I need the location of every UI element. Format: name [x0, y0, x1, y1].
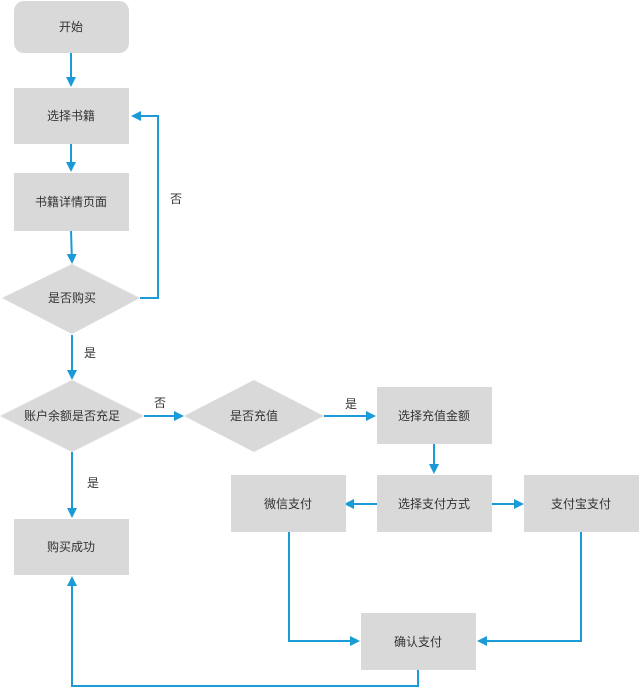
node-select-book-shape: [14, 88, 129, 144]
edges: [66, 53, 582, 687]
node-start: 开始: [14, 1, 129, 53]
node-wechat-pay-label: 微信支付: [264, 497, 312, 511]
node-buy-decision-label: 是否购买: [48, 290, 96, 305]
node-choose-amount: 选择充值金额: [377, 387, 492, 444]
node-alipay: 支付宝支付: [524, 475, 639, 532]
node-balance-check: 账户余额是否充足: [0, 380, 144, 452]
node-purchase-success-shape: [14, 519, 129, 575]
edge-label-recharge-yes: 是: [345, 397, 357, 411]
node-select-book: 选择书籍: [14, 88, 129, 144]
node-purchase-success-label: 购买成功: [47, 539, 95, 554]
node-start-label: 开始: [59, 20, 83, 34]
edge-buy-no-back-to-select-book: [131, 111, 159, 299]
node-choose-amount-shape: [377, 387, 492, 444]
node-wechat-pay-shape: [231, 475, 346, 532]
edge-confirm-to-success: [67, 576, 419, 687]
node-choose-method-label: 选择支付方式: [398, 496, 470, 511]
node-book-detail: 书籍详情页面: [14, 173, 129, 231]
node-choose-method-shape: [377, 475, 492, 532]
node-choose-method: 选择支付方式: [377, 475, 492, 532]
node-alipay-label: 支付宝支付: [551, 497, 611, 511]
node-purchase-success: 购买成功: [14, 519, 129, 575]
edge-detail-to-buy-decision: [66, 230, 77, 264]
edge-labels: 否 是 否 是 是: [84, 192, 357, 490]
node-choose-amount-label: 选择充值金额: [398, 408, 470, 423]
node-buy-decision: 是否购买: [2, 264, 140, 334]
node-book-detail-shape: [14, 173, 129, 231]
node-select-book-label: 选择书籍: [47, 108, 95, 123]
node-balance-check-label: 账户余额是否充足: [24, 408, 120, 423]
node-book-detail-label: 书籍详情页面: [35, 194, 107, 209]
node-wechat-pay: 微信支付: [231, 475, 346, 532]
node-buy-decision-shape: [2, 264, 140, 334]
edge-label-buy-no: 否: [170, 192, 182, 206]
edge-label-balance-no: 否: [154, 396, 166, 410]
node-recharge-decision-label: 是否充值: [230, 408, 278, 423]
edge-alipay-to-confirm: [477, 532, 582, 646]
edge-label-balance-yes: 是: [87, 476, 99, 490]
edge-label-buy-yes: 是: [84, 346, 96, 360]
node-recharge-decision-shape: [184, 380, 324, 452]
node-start-shape: [14, 1, 129, 53]
node-balance-check-shape: [0, 380, 144, 452]
node-confirm-pay-label: 确认支付: [394, 635, 442, 649]
node-confirm-pay: 确认支付: [361, 613, 476, 670]
edge-wechat-to-confirm: [288, 532, 360, 646]
node-alipay-shape: [524, 475, 639, 532]
node-confirm-pay-shape: [361, 613, 476, 670]
node-recharge-decision: 是否充值: [184, 380, 324, 452]
